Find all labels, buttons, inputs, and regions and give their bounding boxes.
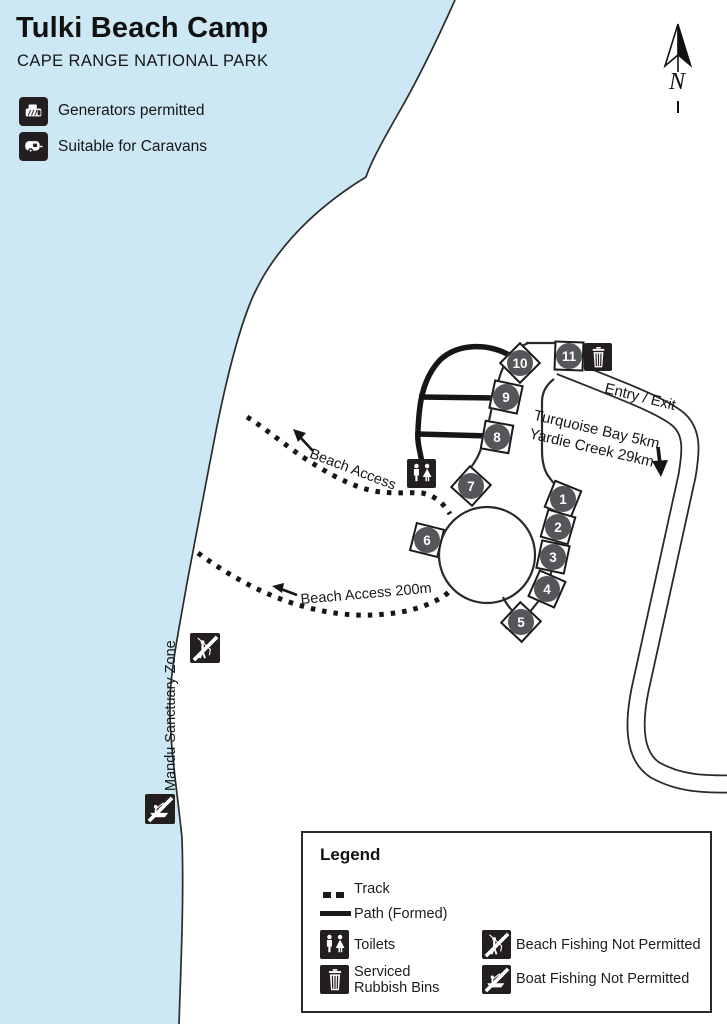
track-dash bbox=[323, 892, 331, 898]
formed-path-branch-8 bbox=[417, 431, 491, 439]
site-marker-7: 7 bbox=[449, 464, 493, 508]
beach-access-200-arrow bbox=[280, 587, 298, 597]
beach-access-arrowhead bbox=[293, 429, 306, 442]
site-marker-4: 4 bbox=[527, 569, 567, 609]
legend-toilets-icon bbox=[320, 930, 349, 959]
site-number: 9 bbox=[493, 384, 519, 410]
formed-path-branch-9 bbox=[418, 394, 497, 401]
site-marker-10: 10 bbox=[498, 341, 542, 385]
north-label: N bbox=[669, 69, 686, 95]
page-title: Tulki Beach Camp bbox=[16, 12, 269, 44]
north-arrow-glyph bbox=[663, 23, 693, 113]
legend-rubbish-line-2: Rubbish Bins bbox=[354, 980, 440, 996]
site-number: 5 bbox=[508, 609, 534, 635]
site-number: 8 bbox=[484, 424, 510, 450]
legend-rubbish-line-1: Serviced bbox=[354, 964, 411, 980]
north-arrow: N bbox=[652, 16, 704, 120]
site-marker-5: 5 bbox=[499, 600, 543, 644]
page-subtitle: CAPE RANGE NATIONAL PARK bbox=[17, 52, 269, 70]
legend-beach-fishing-label: Beach Fishing Not Permitted bbox=[516, 937, 701, 953]
legend-path-symbol bbox=[320, 911, 351, 916]
track-dash bbox=[336, 892, 344, 898]
site-marker-11: 11 bbox=[553, 340, 585, 372]
legend-track-label: Track bbox=[354, 881, 390, 897]
toilets-icon bbox=[407, 459, 436, 488]
legend-boat-fishing-label: Boat Fishing Not Permitted bbox=[516, 971, 690, 987]
site-number: 10 bbox=[507, 350, 533, 376]
site-number: 6 bbox=[414, 527, 440, 553]
legend-track-symbol bbox=[323, 885, 349, 903]
beach-access-arrow bbox=[299, 436, 314, 452]
legend-rubbish-icon bbox=[320, 965, 349, 994]
site-marker-3: 3 bbox=[535, 539, 571, 575]
beach-access-200-arrowhead bbox=[272, 583, 284, 593]
site-marker-1: 1 bbox=[543, 479, 583, 519]
formed-path bbox=[415, 343, 516, 463]
site-marker-2: 2 bbox=[539, 508, 577, 546]
site-number: 2 bbox=[545, 514, 571, 540]
water-area bbox=[0, 0, 455, 1024]
sanctuary-zone-label: Mandu Sanctuary Zone bbox=[163, 640, 179, 791]
beach-access-200-track bbox=[196, 550, 455, 618]
legend-title: Legend bbox=[320, 845, 381, 864]
beach-fishing-not-permitted-icon bbox=[190, 633, 220, 663]
site-number: 11 bbox=[556, 343, 582, 369]
site-marker-6: 6 bbox=[408, 521, 446, 559]
legend-toilets-label: Toilets bbox=[354, 937, 396, 953]
site-number: 1 bbox=[550, 486, 576, 512]
site-number: 4 bbox=[534, 576, 560, 602]
legend-beach-fishing-icon bbox=[482, 930, 511, 959]
site-number: 7 bbox=[458, 473, 484, 499]
legend-rubbish-label: Serviced Rubbish Bins bbox=[354, 964, 439, 996]
legend-path-label: Path (Formed) bbox=[354, 906, 448, 922]
caravan-label: Suitable for Caravans bbox=[58, 138, 208, 155]
legend-boat-fishing-icon bbox=[482, 965, 511, 994]
site-marker-8: 8 bbox=[479, 419, 515, 455]
shoreline bbox=[169, 0, 456, 1024]
generator-icon bbox=[19, 97, 48, 126]
site-marker-9: 9 bbox=[488, 379, 524, 415]
site-number: 3 bbox=[540, 544, 566, 570]
camp-loop bbox=[437, 505, 537, 605]
distance-arrowhead bbox=[652, 460, 668, 477]
boat-fishing-not-permitted-icon bbox=[145, 794, 175, 824]
rubbish-bin-icon bbox=[584, 343, 612, 371]
generator-label: Generators permitted bbox=[58, 102, 205, 119]
entry-road-surface bbox=[557, 358, 727, 792]
caravan-icon bbox=[19, 132, 48, 161]
legend-box: Legend Track Path (Formed) Toilets bbox=[301, 831, 712, 1013]
